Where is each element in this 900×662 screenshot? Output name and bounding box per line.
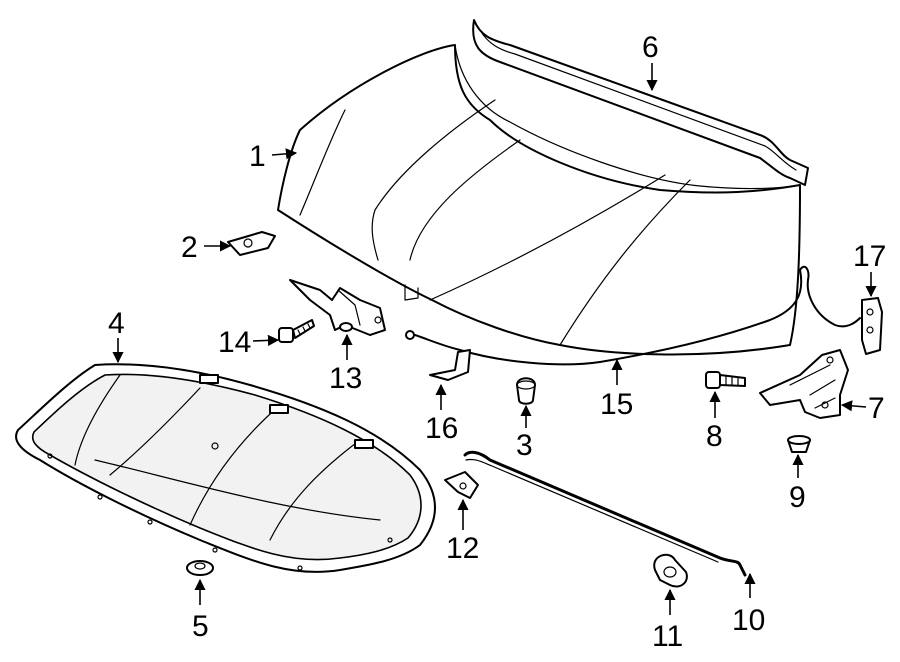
- callout-3: 3: [516, 429, 533, 462]
- hood-panel: [277, 44, 801, 356]
- hood-insulator: [15, 363, 436, 573]
- hood-hinge: [759, 349, 849, 419]
- callout-4: 4: [108, 307, 125, 340]
- release-handle-part-17: [861, 297, 883, 355]
- clip-part-12: [444, 471, 479, 499]
- callout-15: 15: [600, 388, 633, 421]
- hood-release-cable: [405, 265, 861, 366]
- grommet-part-5: [186, 560, 214, 576]
- callout-2: 2: [181, 231, 198, 264]
- bumper-part-3: [516, 377, 536, 405]
- nut-part-9: [787, 435, 811, 453]
- weatherstrip-seal: [472, 19, 809, 186]
- callout-11: 11: [652, 620, 683, 653]
- clip-part-16: [429, 349, 471, 381]
- callout-5: 5: [192, 610, 209, 643]
- callout-10: 10: [732, 604, 765, 637]
- bolt-part-14: [278, 319, 315, 343]
- callout-9: 9: [789, 481, 806, 514]
- bracket-part-2: [227, 231, 276, 256]
- rod-clip-part-11: [653, 553, 688, 588]
- leader-lines: [112, 63, 877, 615]
- hood-latch: [289, 279, 386, 336]
- callout-16: 16: [425, 412, 458, 445]
- callout-17: 17: [853, 240, 886, 273]
- callout-7: 7: [868, 392, 885, 425]
- callout-12: 12: [446, 532, 479, 565]
- callout-14: 14: [218, 326, 251, 359]
- bolt-part-8: [705, 371, 746, 389]
- callout-1: 1: [249, 140, 266, 173]
- callout-13: 13: [329, 362, 362, 395]
- prop-rod: [463, 450, 747, 577]
- callout-8: 8: [706, 420, 723, 453]
- callout-6: 6: [642, 31, 659, 64]
